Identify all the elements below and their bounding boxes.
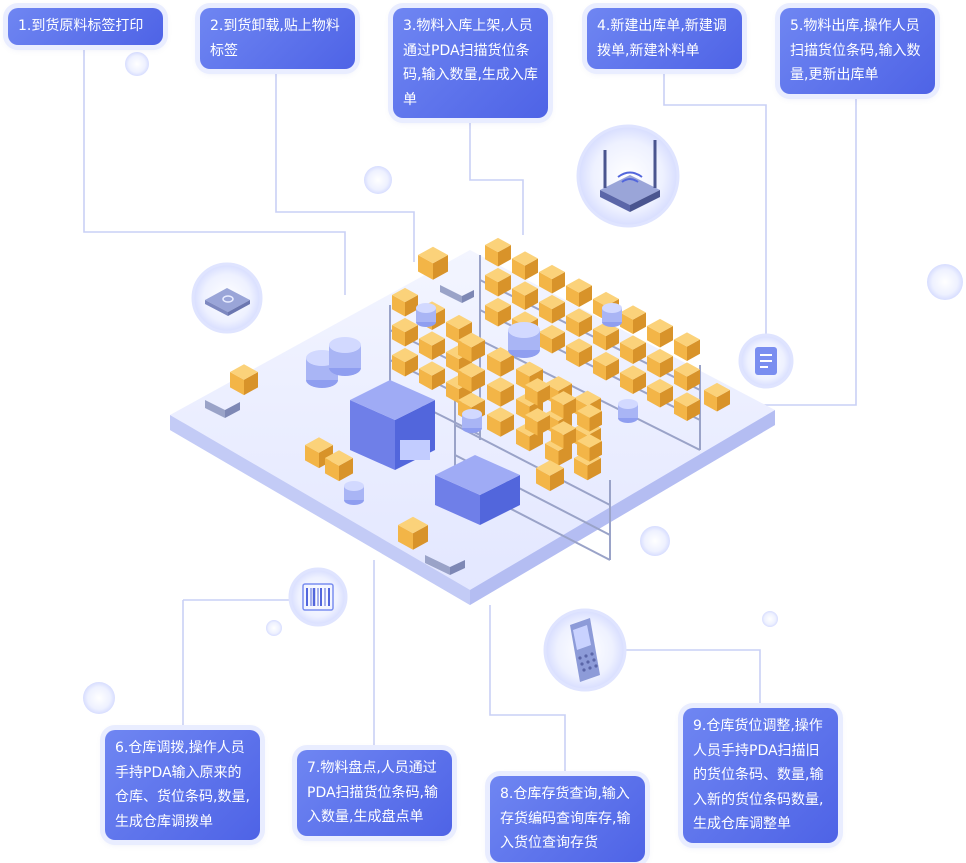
step-9-location-adjust: 9.仓库货位调整,操作人员手持PDA扫描旧的货位条码、数量,输入新的货位条码数量…	[683, 708, 838, 843]
step-1-label-print: 1.到货原料标签打印	[8, 8, 163, 45]
cargo-box	[392, 347, 418, 377]
cargo-box	[551, 421, 576, 449]
cargo-box	[536, 460, 564, 492]
cargo-box	[593, 351, 619, 381]
cargo-box	[487, 347, 514, 377]
connector-lines	[83, 40, 857, 780]
cargo-box	[525, 378, 550, 406]
step-8-inventory-query: 8.仓库存货查询,输入存货编码查询库存,输入货位查询存货	[490, 776, 645, 862]
cargo-boxes	[230, 237, 730, 550]
cargo-box	[551, 391, 576, 419]
cargo-box	[512, 251, 538, 280]
cargo-box	[620, 335, 646, 364]
cargo-box	[305, 437, 333, 469]
step-3-inbound-shelving: 3.物料入库上架,人员通过PDA扫描货位条码,输入数量,生成入库单	[393, 8, 548, 118]
cargo-box	[485, 267, 511, 297]
storage-tanks	[306, 303, 638, 505]
cargo-box	[487, 377, 514, 407]
cargo-box	[458, 332, 485, 363]
cargo-box	[647, 318, 673, 348]
cargo-box	[539, 264, 565, 294]
document-icon	[738, 333, 794, 389]
cargo-box	[487, 407, 514, 437]
step-4-create-orders: 4.新建出库单,新建调拨单,新建补料单	[587, 8, 742, 69]
cargo-box	[566, 338, 592, 367]
step-6-warehouse-transfer: 6.仓库调拨,操作人员手持PDA输入原来的仓库、货位条码,数量,生成仓库调拨单	[105, 730, 260, 840]
cargo-box	[577, 434, 602, 462]
cargo-box	[419, 361, 445, 390]
cargo-box	[577, 404, 602, 432]
cargo-box	[566, 308, 592, 337]
disk-icon	[191, 262, 263, 334]
router-icon	[576, 124, 680, 228]
pda-scanner-icon	[543, 608, 627, 692]
cargo-box	[398, 516, 428, 550]
barcode-icon	[288, 567, 348, 627]
cargo-box	[512, 281, 538, 310]
cargo-box	[539, 324, 565, 354]
step-5-outbound: 5.物料出库,操作人员扫描货位条码,输入数量,更新出库单	[780, 8, 935, 94]
cargo-box	[620, 305, 646, 334]
decorative-bubbles	[83, 52, 963, 714]
cargo-box	[704, 382, 730, 412]
cargo-box	[620, 365, 646, 394]
cargo-box	[419, 331, 445, 360]
cargo-box	[674, 362, 700, 391]
cargo-box	[392, 317, 418, 347]
cargo-box	[525, 408, 550, 436]
step-2-unload-label: 2.到货卸载,贴上物料标签	[200, 8, 355, 69]
cargo-box	[647, 378, 673, 408]
cargo-box	[647, 348, 673, 378]
cargo-box	[392, 287, 418, 317]
cargo-box	[674, 392, 700, 421]
step-7-stocktake: 7.物料盘点,人员通过PDA扫描货位条码,输入数量,生成盘点单	[297, 750, 452, 836]
cargo-box	[458, 362, 485, 393]
cargo-box	[539, 294, 565, 324]
cargo-box	[485, 237, 511, 267]
cargo-box	[325, 450, 353, 482]
machines	[205, 285, 520, 575]
cargo-box	[485, 297, 511, 327]
cargo-box	[566, 278, 592, 307]
cargo-box	[674, 332, 700, 361]
cargo-box	[230, 364, 258, 396]
cargo-box	[593, 321, 619, 351]
cargo-box	[418, 246, 448, 280]
